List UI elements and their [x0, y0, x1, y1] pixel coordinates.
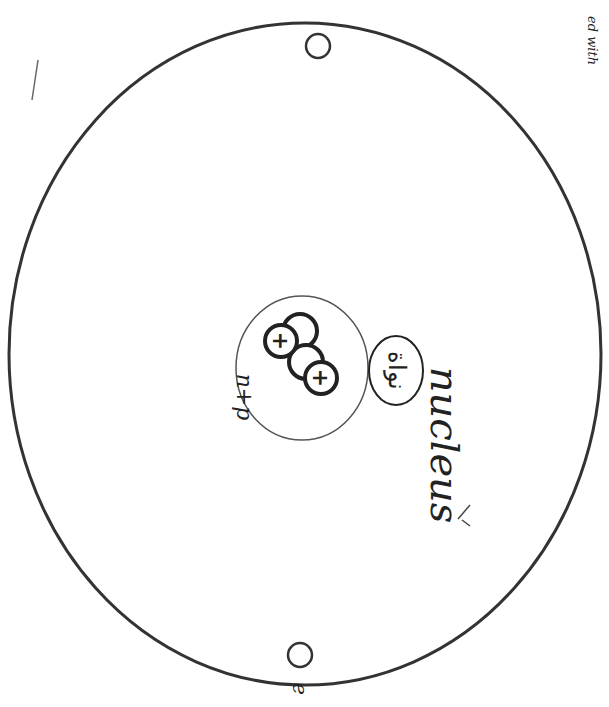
node-text: نواة — [384, 351, 408, 390]
circled-word: نواة — [368, 335, 424, 406]
electron — [306, 34, 330, 58]
nucleus-outline — [236, 296, 368, 440]
handwritten-word: nucleus — [425, 367, 465, 524]
pen-mark — [32, 60, 38, 100]
outline — [265, 325, 297, 357]
charge-sign: + — [270, 332, 292, 350]
proton-ball: + — [303, 360, 339, 396]
electron-orbit — [9, 23, 601, 685]
outline — [369, 336, 423, 405]
cut-off-note: ed with — [586, 15, 599, 64]
electron-label: e — [290, 683, 310, 695]
charge-sign: + — [310, 369, 332, 387]
electron — [288, 643, 312, 667]
outline — [305, 362, 337, 394]
handwritten-note: n+p — [233, 374, 255, 421]
proton-ball: + — [263, 323, 299, 359]
